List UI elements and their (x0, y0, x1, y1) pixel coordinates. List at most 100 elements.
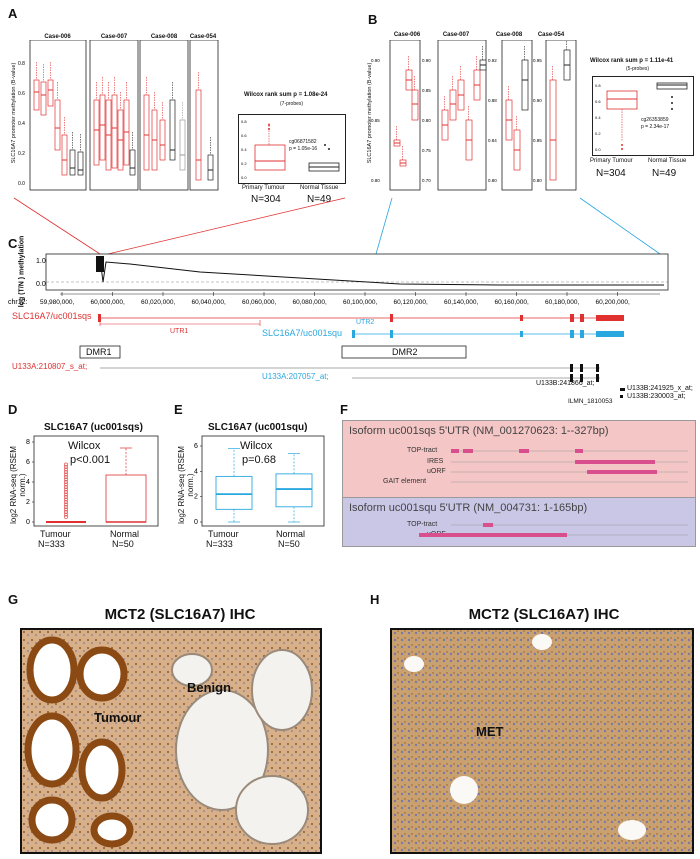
panel-c-methylation-line (95, 257, 664, 286)
panel-label-f: F (340, 402, 348, 417)
panel-a-inset-plot: 0.0 0.2 0.4 0.6 0.8 (241, 119, 340, 180)
panel-c-dmr1-label: DMR1 (86, 347, 112, 357)
panel-f-isoform1-features (451, 449, 688, 483)
panel-c-position-label: 60,160,000, (495, 299, 530, 306)
panel-a-inset-sub: (7-probes) (280, 101, 304, 107)
panel-e-ytick: 0 (194, 519, 198, 526)
panel-d-outlier (64, 490, 68, 494)
panel-b-inset-probe: cg26353859 (641, 117, 669, 123)
panel-e-group-normal: Normal (276, 529, 306, 539)
panel-f-row-label: IRES (427, 458, 444, 465)
panel-label-d: D (8, 402, 18, 417)
panel-a-ytick: 0.8 (18, 61, 25, 67)
panel-a-inset-outlier (268, 128, 270, 130)
panel-c-transcript1-label: SLC16A7/uc001sqs (12, 311, 92, 321)
panel-c-transcript1-exon (596, 315, 624, 321)
panel-f-feature (587, 470, 657, 474)
panel-f-row-label: uORF (427, 468, 446, 475)
panel-b-inset-box-tumour (606, 90, 638, 110)
panel-d-p: p<0.001 (70, 454, 111, 466)
panel-c-transcript1-exon (520, 315, 523, 321)
panel-c-probe5-mark (620, 395, 623, 398)
panel-c-chrom: chr12: (8, 299, 28, 306)
panel-a-ytick: 0.4 (18, 121, 25, 127)
panel-c-probe4-label: U133B:241925_x_at; (627, 385, 693, 392)
panel-d-outlier (64, 465, 68, 469)
panel-a-n-normal: N=49 (307, 194, 332, 205)
panel-a-frame-007 (89, 40, 139, 191)
panel-a-frame-006 (29, 40, 87, 191)
panel-b-inset-sub: (5-probes) (626, 66, 650, 72)
panel-a-case-007: Case-007 (100, 34, 128, 40)
panel-b-inset-ytick: 0.6 (595, 99, 601, 104)
panel-a-inset-ytick: 0.2 (241, 161, 247, 166)
panel-c-position-label: 60,100,000, (343, 299, 378, 306)
panel-c-position-label: 60,080,000, (293, 299, 328, 306)
panel-e-ytick: 6 (194, 443, 198, 450)
panel-c-ytick: 0.0 (36, 281, 46, 288)
panel-b-inset-outlier (671, 108, 673, 110)
panel-b-box (449, 89, 457, 121)
panel-a-inset-box-tumour (254, 144, 286, 171)
panel-b-inset-outlier (621, 148, 623, 150)
panel-b-inset-ytick: 0.4 (595, 115, 601, 120)
panel-c-zoom-line-blue (579, 197, 661, 255)
panel-d-outlier (64, 512, 68, 517)
panel-c-ytick: 1.0 (36, 258, 46, 265)
panel-c-utr2-label: UTR2 (356, 319, 375, 326)
panel-d-outlier (64, 470, 68, 474)
panel-a-ytick: 0.0 (18, 181, 25, 187)
panel-a-box (179, 119, 186, 171)
panel-d-group-tumour: Tumour (40, 529, 71, 539)
panel-b-ytick: 0.80 (533, 178, 542, 183)
panel-c-zoom-line-blue (375, 197, 393, 255)
panel-b-frame-054 (545, 40, 577, 191)
panel-a-box (159, 119, 166, 161)
panel-c-probe4-mark (620, 388, 625, 391)
panel-f-feature (451, 449, 459, 453)
panel-a-case-054: Case-054 (189, 34, 217, 40)
panel-b-ytick: 0.80 (422, 118, 431, 123)
panel-a-inset-outlier (268, 124, 270, 126)
panel-g-label-benign: Benign (187, 680, 232, 695)
panel-c-probe5-label: U133B:230003_at; (627, 393, 686, 400)
panel-f-row-label: GAIT element (383, 478, 427, 485)
panel-f-isoform1-title: Isoform uc001sqs 5'UTR (NM_001270623: 1-… (349, 425, 609, 437)
panel-a-box (93, 99, 100, 166)
panel-a-frame-008 (139, 40, 189, 191)
panel-g-histology (22, 630, 320, 852)
panel-a-box (143, 94, 150, 171)
panel-a-inset-title: Wilcox rank sum p = 1.08e-24 (244, 92, 328, 98)
panel-d-outlier (64, 485, 68, 489)
panel-c-position-label: 60,200,000, (596, 299, 631, 306)
panel-e-ytick: 2 (194, 494, 198, 501)
panel-b-frame-006 (389, 40, 421, 191)
panel-d-outlier (64, 467, 68, 472)
panel-label-e: E (174, 402, 183, 417)
panel-c-transcript1-exon (570, 314, 574, 322)
panel-d-outlier (64, 477, 68, 482)
panel-h-lumen (532, 634, 552, 650)
panel-a-group-tumour: Primary Tumour (242, 185, 285, 191)
panel-b-case-054: Case-054 (537, 32, 565, 38)
panel-a-case-008: Case-008 (150, 34, 178, 40)
panel-d-outlier (64, 472, 68, 477)
panel-b-ytick: 0.80 (488, 178, 497, 183)
panel-d-outlier (64, 500, 68, 504)
panel-g-tumour-gland (90, 812, 134, 848)
panel-c-transcript2-exon (570, 330, 574, 338)
panel-a-box (47, 79, 54, 107)
panel-c-probe3-label: U133B:241866_at; (536, 380, 595, 387)
panel-d-group-normal: Normal (110, 529, 140, 539)
panel-a-ytick: 0.2 (18, 151, 25, 157)
panel-d-outlier (64, 502, 68, 507)
panel-a-inset-probe-p: p = 1.05e-16 (289, 146, 318, 152)
panel-h-lumen (450, 776, 478, 804)
panel-label-b: B (368, 12, 378, 27)
panel-e-p: p=0.68 (242, 454, 276, 466)
panel-c-transcript2-label: SLC16A7/uc001squ (262, 328, 343, 338)
panel-g-tumour-gland (28, 796, 76, 844)
panel-e-n-normal: N=50 (278, 539, 300, 549)
panel-a-box (129, 149, 136, 176)
panel-c-transcript2-exon (352, 330, 355, 338)
